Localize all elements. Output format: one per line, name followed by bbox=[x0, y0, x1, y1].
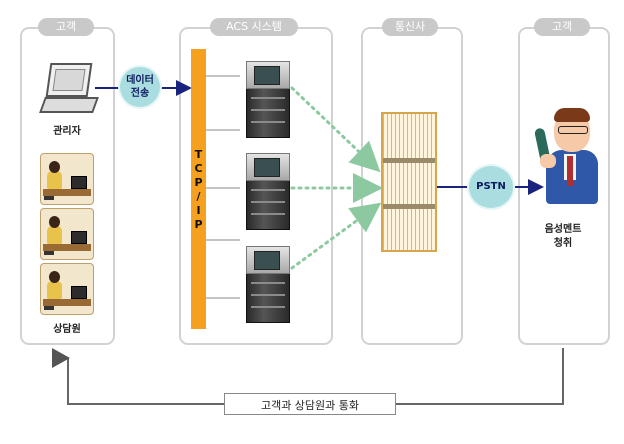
switch-rack-icon bbox=[381, 112, 437, 252]
tcp-ip-label: T C P / I P bbox=[191, 148, 206, 232]
tcp-ip-bus bbox=[191, 49, 206, 329]
listen-line1: 음성멘트 bbox=[544, 224, 582, 235]
bus-letter: P bbox=[194, 176, 203, 189]
server-icon-3 bbox=[246, 246, 290, 323]
customer-left-tab: 고객 bbox=[38, 18, 94, 36]
admin-label: 관리자 bbox=[53, 126, 81, 137]
pstn-bubble: PSTN bbox=[469, 166, 513, 208]
agent-icon-3 bbox=[40, 263, 94, 315]
server-icon-1 bbox=[246, 61, 290, 138]
bus-letter: P bbox=[194, 218, 203, 231]
bus-letter: C bbox=[194, 162, 203, 175]
data-transfer-line2: 전송 bbox=[130, 88, 150, 99]
call-caption: 고객과 상담원과 통화 bbox=[260, 399, 360, 412]
listen-line2: 청취 bbox=[553, 238, 573, 249]
call-caption-box: 고객과 상담원과 통화 bbox=[224, 393, 396, 415]
data-transfer-bubble: 데이터 전송 bbox=[120, 67, 160, 107]
bus-letter: / bbox=[196, 190, 201, 203]
listen-label: 음성멘트 청취 bbox=[528, 223, 598, 251]
agent-icon-2 bbox=[40, 208, 94, 260]
bus-letter: T bbox=[194, 148, 203, 161]
agent-icon-1 bbox=[40, 153, 94, 205]
customer-right-tab: 고객 bbox=[534, 18, 590, 36]
server-icon-2 bbox=[246, 153, 290, 230]
bus-letter: I bbox=[196, 204, 201, 217]
data-transfer-line1: 데이터 bbox=[126, 75, 154, 86]
agent-label: 상담원 bbox=[53, 324, 81, 335]
dotted-links bbox=[290, 86, 383, 270]
bus-branches bbox=[206, 75, 240, 299]
laptop-icon bbox=[39, 63, 99, 113]
carrier-tab: 통신사 bbox=[382, 18, 438, 36]
acs-system-tab: ACS 시스템 bbox=[210, 18, 298, 36]
customer-phone-icon bbox=[533, 104, 598, 204]
